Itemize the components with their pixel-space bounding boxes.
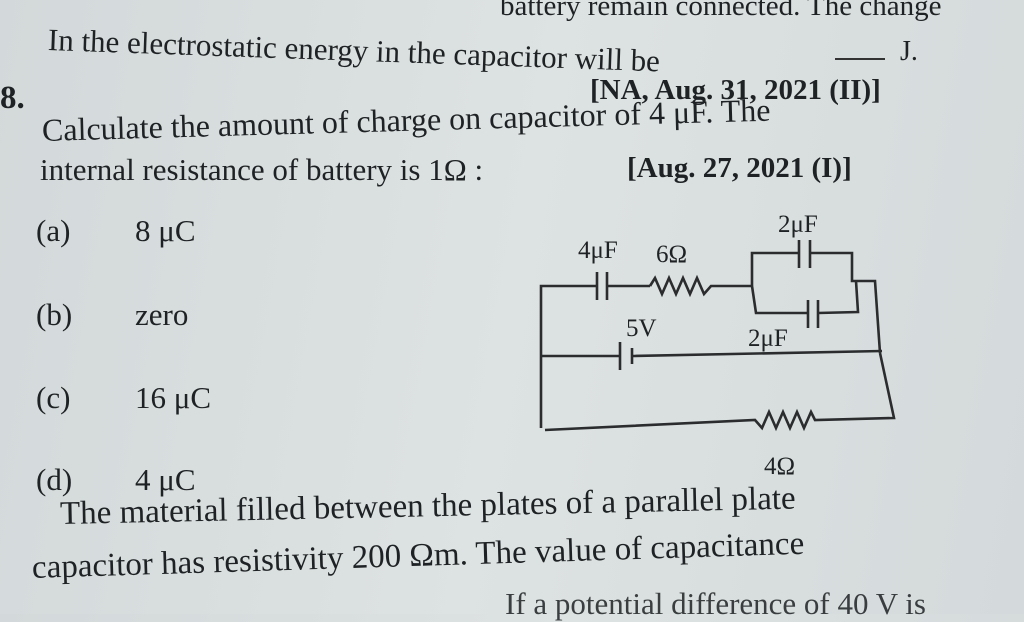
option-c-label: (c) xyxy=(36,380,71,415)
label-4uf: 4μF xyxy=(578,237,618,264)
wire-parallel-top xyxy=(750,251,882,354)
resistor-6ohm xyxy=(648,274,752,298)
option-c-text: 16 μC xyxy=(135,380,212,415)
wire-battery xyxy=(541,349,883,358)
option-a-label: (a) xyxy=(36,213,71,248)
battery-5v xyxy=(618,342,634,370)
option-b-text: zero xyxy=(135,297,189,332)
option-b-label: (b) xyxy=(36,297,73,332)
label-6ohm: 6Ω xyxy=(656,241,687,268)
label-5v: 5V xyxy=(626,315,657,342)
wire-parallel-bottom xyxy=(750,280,860,315)
next-question-line3: If a potential difference of 40 V is xyxy=(505,586,926,621)
option-d-label: (d) xyxy=(36,462,73,497)
option-d-text: 4 μC xyxy=(135,462,196,497)
label-4ohm: 4Ω xyxy=(764,453,795,480)
question-text-line2: internal resistance of battery is 1Ω : xyxy=(40,152,484,187)
wire-top-left xyxy=(539,284,650,428)
label-2uf-bottom: 2μF xyxy=(748,325,788,352)
question-number: 8. xyxy=(0,80,25,116)
prev-question-source: [NA, Aug. 31, 2021 (II)] xyxy=(590,74,881,106)
capacitor-2uf-top xyxy=(797,240,812,268)
prev-question-line1-right: battery remain connected. The change xyxy=(500,0,942,22)
question-source: [Aug. 27, 2021 (I)] xyxy=(627,152,852,184)
resistor-4ohm xyxy=(544,352,896,432)
option-a-text: 8 μC xyxy=(135,213,196,248)
capacitor-4uf xyxy=(595,272,609,300)
answer-blank xyxy=(835,58,885,60)
blank-unit: J. xyxy=(900,36,918,67)
label-2uf-top: 2μF xyxy=(778,211,818,238)
capacitor-2uf-bottom xyxy=(806,300,820,328)
